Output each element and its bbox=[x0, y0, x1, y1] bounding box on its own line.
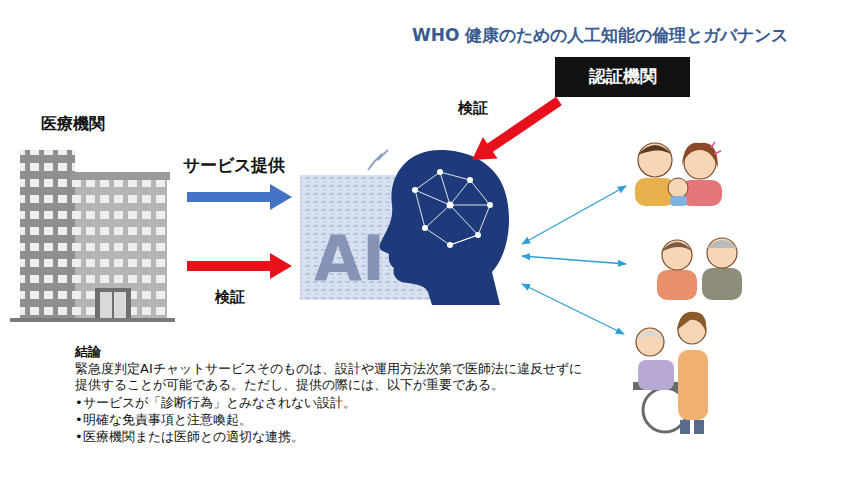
building bbox=[10, 150, 175, 322]
arrow-head bbox=[270, 253, 292, 279]
node-label: 医療機関 bbox=[41, 114, 187, 133]
institution-building: 医療機関 bbox=[15, 112, 187, 324]
authority-box: 認証機関 bbox=[555, 57, 690, 97]
title: WHO 健康のための人工知能の倫理とガバナンス bbox=[412, 24, 788, 47]
wheelchair-figure bbox=[633, 312, 708, 434]
arrow-head bbox=[472, 137, 498, 160]
family-figure bbox=[635, 142, 722, 206]
conclusion-heading: 結論 bbox=[75, 344, 595, 360]
arrow-connector bbox=[187, 261, 278, 271]
ai-head-image bbox=[300, 150, 509, 305]
arrow-connector bbox=[484, 101, 559, 152]
double-arrow bbox=[522, 186, 626, 334]
elderly-couple-figure bbox=[657, 238, 742, 300]
edge-label: 検証 bbox=[458, 99, 488, 118]
arrow-connector bbox=[187, 192, 278, 202]
ai-image: AI bbox=[292, 160, 502, 305]
conclusion-bullet: •明確な免責事項と注意喚起。 bbox=[75, 412, 595, 428]
node-label: 認証機関 bbox=[561, 66, 684, 86]
conclusion-bullet: •医療機関または医師との適切な連携。 bbox=[75, 429, 595, 445]
conclusion-body: 緊急度判定AIチャットサービスそのものは、設計や運用方法次第で医師法に違反せずに… bbox=[75, 361, 587, 393]
edge-label: 検証 bbox=[215, 288, 245, 307]
ai-letters: AI bbox=[314, 222, 502, 296]
edge-label: サービス提供 bbox=[183, 154, 285, 177]
arrow-head bbox=[270, 184, 292, 210]
conclusion-bullet: •サービスが「診断行為」とみなされない設計。 bbox=[75, 395, 595, 411]
